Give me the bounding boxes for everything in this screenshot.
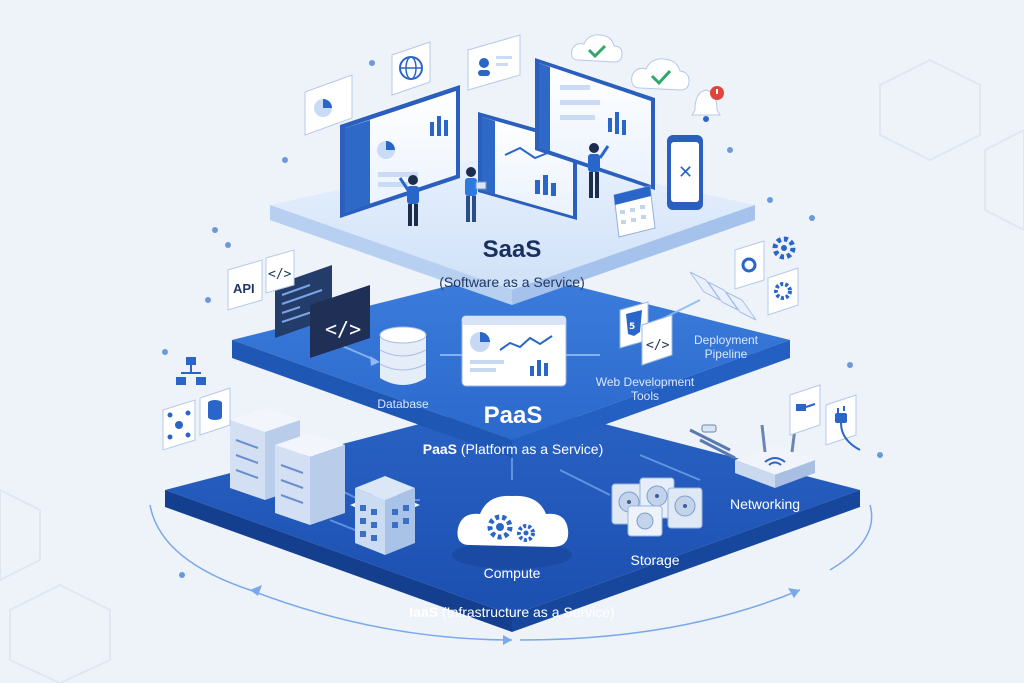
code-icon: </> <box>265 249 295 294</box>
paas-left-side <box>232 340 512 458</box>
server-rack-icon <box>230 408 345 525</box>
calendar-icon <box>613 185 656 238</box>
iaas-subtitle-rest: (Infrastructure as a Service) <box>441 604 615 620</box>
compute-label: Compute <box>483 565 541 581</box>
storage-label: Storage <box>630 552 680 568</box>
paas-subtitle-bold: PaaS <box>422 441 457 457</box>
decorative-dots <box>162 60 883 578</box>
person-figure <box>465 167 487 222</box>
gear-icon <box>734 240 765 290</box>
cloud-check-icon <box>631 58 690 91</box>
plug-icon <box>825 394 861 451</box>
svg-text:</>: </> <box>268 267 292 282</box>
cloud-gears-icon <box>452 495 572 569</box>
svg-text:</>: </> <box>646 338 670 353</box>
svg-text:</>: </> <box>325 317 361 341</box>
globe-icon <box>391 41 431 96</box>
svg-text:5: 5 <box>629 322 635 332</box>
paas-subtitle: PaaS (Platform as a Service) <box>423 441 604 457</box>
network-node-icon <box>162 399 196 451</box>
paas-subtitle-rest: (Platform as a Service) <box>460 441 604 457</box>
saas-dashboard-screen <box>340 85 460 218</box>
saas-crm-screen <box>535 58 655 190</box>
gear-icon <box>767 267 799 316</box>
saas-title: SaaS <box>482 236 542 263</box>
web-tools-label: Web Development Tools <box>595 375 695 403</box>
phone-app-icon: ✕ <box>667 135 703 210</box>
database-icon <box>199 387 231 436</box>
network-cable-icon <box>789 384 821 436</box>
person-figure <box>398 175 419 226</box>
person-figure <box>588 143 610 198</box>
router-icon <box>689 424 815 488</box>
svg-text:API: API <box>233 281 255 296</box>
saas-left-side <box>270 205 512 305</box>
svg-text:✕: ✕ <box>678 162 693 183</box>
building-icon <box>350 476 420 555</box>
hard-drive-icon <box>611 477 703 537</box>
iaas-left-side <box>165 490 512 632</box>
iaas-subtitle-bold: IaaS <box>409 604 439 620</box>
api-icon: API <box>227 259 263 311</box>
iaas-right-side <box>512 490 860 632</box>
database-icon <box>379 326 427 385</box>
networking-label: Networking <box>729 496 801 512</box>
html5-icon: 5 </> <box>619 301 673 366</box>
paas-right-side <box>512 340 790 458</box>
paas-title: PaaS <box>483 402 543 429</box>
database-label: Database <box>377 397 429 411</box>
background-decoration <box>0 58 1024 683</box>
dashboard-icon <box>461 315 567 387</box>
orbit-arrows <box>149 504 873 641</box>
deployment-pipeline-icon <box>689 271 757 321</box>
org-chart-icon <box>176 357 206 385</box>
bell-icon <box>691 86 724 122</box>
iaas-subtitle: IaaS (Infrastructure as a Service) <box>409 604 614 620</box>
saas-right-side <box>512 205 755 305</box>
saas-subtitle: (Software as a Service) <box>439 274 585 290</box>
deployment-label: Deployment Pipeline <box>693 333 759 361</box>
pie-chart-icon <box>304 74 353 136</box>
gear-icon <box>772 236 796 260</box>
cloud-check-icon <box>571 34 623 63</box>
user-card-icon <box>467 34 521 91</box>
